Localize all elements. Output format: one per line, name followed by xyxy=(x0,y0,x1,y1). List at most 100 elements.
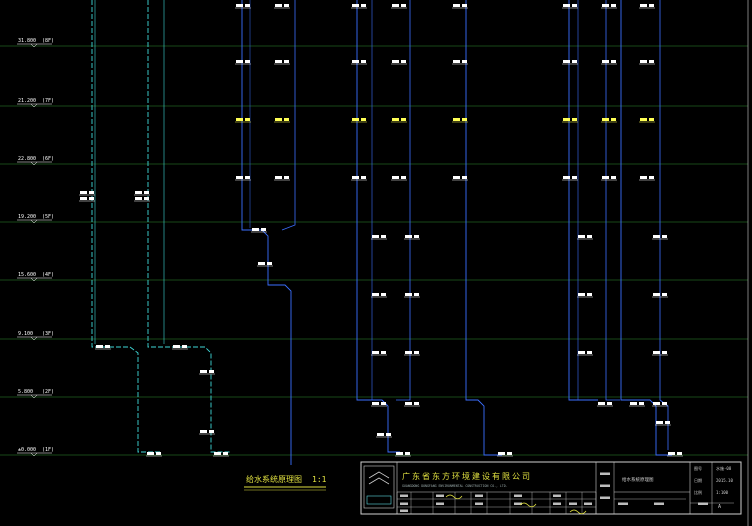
pipe-tag xyxy=(274,4,290,9)
elevation-marker xyxy=(30,452,38,457)
title-block-cell-text xyxy=(553,494,561,497)
pipe-tag xyxy=(274,60,290,65)
pipe-tag xyxy=(251,228,267,233)
pipe-tag xyxy=(391,60,407,65)
title-block-cell-text xyxy=(400,502,408,505)
pipe-tag xyxy=(274,118,290,123)
pipe-tag xyxy=(371,235,387,240)
pipe-tag xyxy=(235,118,251,123)
pipe-tag xyxy=(235,60,251,65)
pipe-tag xyxy=(601,118,617,123)
title-block-cell-text xyxy=(584,502,592,505)
pipe-tag xyxy=(199,370,215,375)
floor-level-labels: 31.800(8F)21.200(7F)22.800(6F)19.200(5F)… xyxy=(17,38,54,457)
riser-group-a xyxy=(281,0,296,231)
pipe-tag xyxy=(235,176,251,181)
scale-value: 1:100 xyxy=(716,490,729,495)
title-block-cell-text xyxy=(400,494,408,497)
floor-elevation-label: ±0.000 xyxy=(18,447,36,453)
riser-group-b xyxy=(396,0,411,401)
title-block: 广东省东方环境建设有限公司 GUANGDONG DONGFANG ENVIRON… xyxy=(360,461,742,515)
floor-elevation-label: 19.200 xyxy=(18,214,36,220)
title-block-cell-text xyxy=(436,494,444,497)
pipe-tag xyxy=(274,176,290,181)
floor-number-label: (2F) xyxy=(42,389,54,395)
floor-elevation-label: 22.800 xyxy=(18,156,36,162)
pipe-tag xyxy=(639,4,655,9)
pipe-tag xyxy=(134,197,150,202)
pipe-tags xyxy=(79,4,683,457)
pipe-tag xyxy=(577,235,593,240)
pipe-tag xyxy=(79,191,95,196)
pipe-tag xyxy=(452,60,468,65)
pipe-tag xyxy=(562,4,578,9)
pipe-tag xyxy=(395,452,411,457)
riser-group-c xyxy=(465,0,502,456)
pipe-tag xyxy=(371,402,387,407)
pipe-tag xyxy=(404,351,420,356)
drawing-name: 给水系统原理图 xyxy=(622,476,654,483)
pipe-tag xyxy=(257,262,273,267)
diagram-scale-text: 1:1 xyxy=(312,475,327,484)
pipe-tag xyxy=(652,402,668,407)
pipe-tag xyxy=(652,235,668,240)
pipe-tag xyxy=(134,191,150,196)
pipe-tag xyxy=(199,430,215,435)
pipe-tag xyxy=(404,235,420,240)
pipe-tag xyxy=(351,176,367,181)
floor-number-label: (4F) xyxy=(42,272,54,278)
floor-number-label: (6F) xyxy=(42,156,54,162)
cyan-riser xyxy=(91,0,160,453)
floor-elevation-label: 15.600 xyxy=(18,272,36,278)
pipe-tag xyxy=(452,176,468,181)
sheet-label: 图号 xyxy=(694,465,702,471)
title-block-cell-text xyxy=(698,502,708,505)
pipe-tag xyxy=(652,351,668,356)
pipe-tag xyxy=(452,4,468,9)
title-block-cell-text xyxy=(654,502,664,505)
pipe-tag xyxy=(497,452,513,457)
pipe-tag xyxy=(95,345,111,350)
sheet-value: 水施-08 xyxy=(716,465,732,471)
elevation-marker xyxy=(30,277,38,282)
diagram-title-text: 给水系统原理图 xyxy=(246,474,302,484)
floor-elevation-label: 5.800 xyxy=(18,389,33,395)
pipe-tag xyxy=(391,118,407,123)
pipe-tag xyxy=(371,293,387,298)
pipe-tag xyxy=(213,452,229,457)
pipe-tag xyxy=(639,118,655,123)
pipe-tag xyxy=(652,293,668,298)
riser-group-d xyxy=(568,0,598,401)
pipe-tag xyxy=(601,176,617,181)
elevation-marker xyxy=(30,336,38,341)
title-block-cell-text xyxy=(514,494,522,497)
title-block-cell-text xyxy=(600,472,610,475)
signature xyxy=(519,502,537,508)
pipe-tag xyxy=(667,452,683,457)
pipe-tag xyxy=(391,4,407,9)
scale-label: 比例 xyxy=(694,489,702,495)
pipe-tag xyxy=(79,197,95,202)
pipe-tag xyxy=(404,402,420,407)
floor-number-label: (8F) xyxy=(42,38,54,44)
date-value: 2015.10 xyxy=(716,478,733,483)
pipe-tag xyxy=(351,60,367,65)
pipe-tag xyxy=(601,60,617,65)
pipe-tag xyxy=(601,4,617,9)
date-label: 日期 xyxy=(694,477,702,483)
title-block-cell-text xyxy=(514,502,522,505)
title-block-cell-text xyxy=(618,502,628,505)
pipe-tag xyxy=(655,421,671,426)
elevation-marker xyxy=(30,103,38,108)
signature xyxy=(445,494,463,500)
pipe-tag xyxy=(639,176,655,181)
pipe-tag xyxy=(235,4,251,9)
title-block-cell-text xyxy=(553,502,561,505)
floor-number-label: (3F) xyxy=(42,331,54,337)
pipe-tag xyxy=(391,176,407,181)
elevation-marker xyxy=(30,394,38,399)
floor-elevation-label: 21.200 xyxy=(18,98,36,104)
title-block-cell-text xyxy=(600,496,610,499)
riser-group-d xyxy=(605,0,620,401)
